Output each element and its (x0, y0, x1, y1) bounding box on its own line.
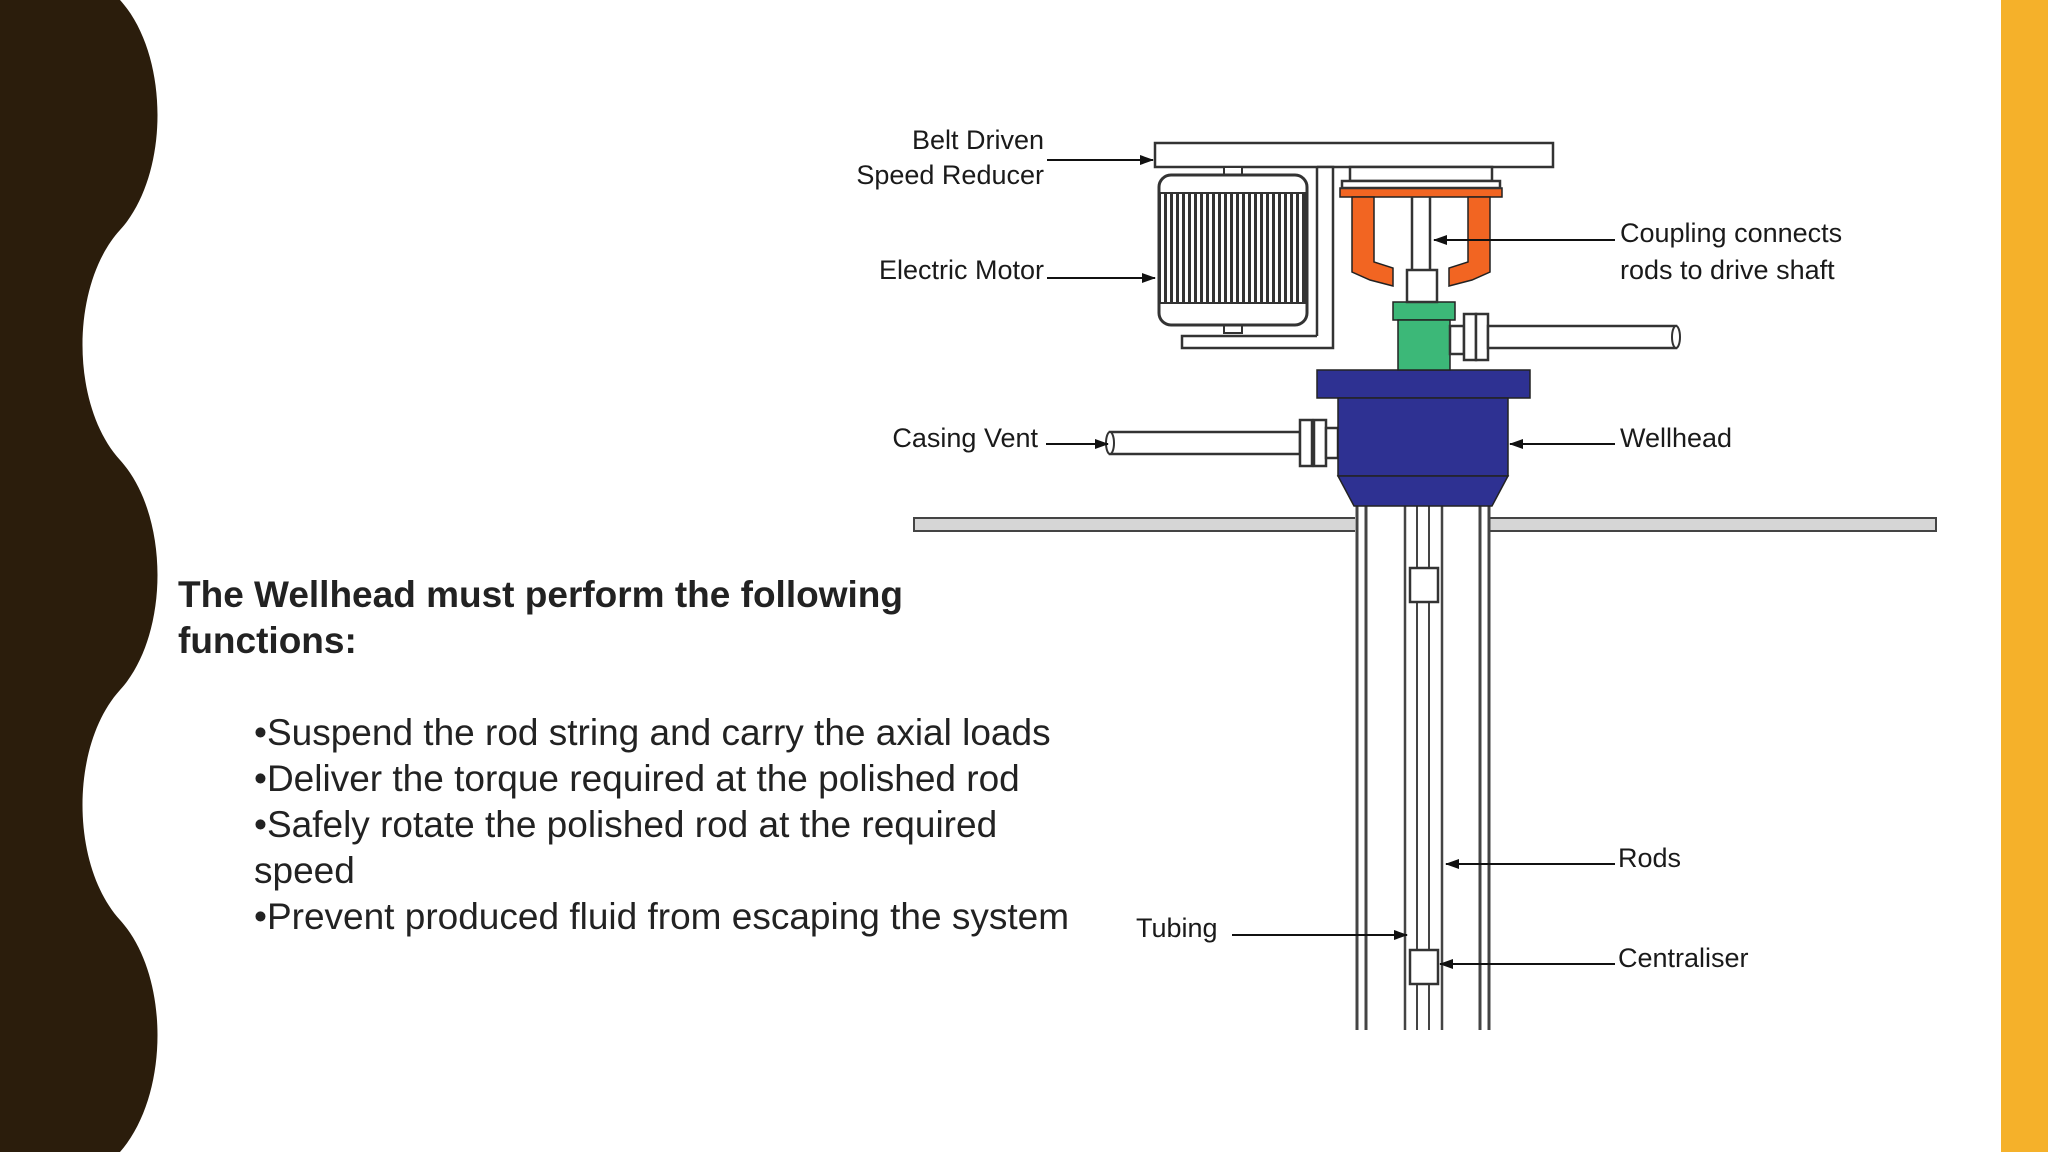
flow-line-pipe (1448, 312, 1681, 362)
casing (1355, 505, 1491, 1030)
bullet-prevent-fluid-escape: •Prevent produced fluid from escaping th… (254, 896, 1070, 937)
label-tubing: Tubing (1136, 913, 1218, 943)
heading: The Wellhead must perform the following … (178, 572, 978, 664)
label-speed-reducer: Speed Reducer (856, 160, 1044, 190)
electric-motor (1157, 166, 1309, 334)
label-rods: Rods (1618, 843, 1681, 873)
label-wellhead: Wellhead (1620, 423, 1732, 453)
drive-head-green (1392, 301, 1456, 371)
label-belt-driven: Belt Driven (912, 125, 1044, 155)
label-coupling-line-2: rods to drive shaft (1620, 255, 1835, 285)
bullet-safely-rotate: •Safely rotate the polished rod at the r… (254, 804, 998, 891)
casing-vent-pipe (1105, 418, 1340, 468)
motor-bracket (1180, 165, 1335, 350)
label-centraliser: Centraliser (1618, 943, 1749, 973)
centraliser-upper (1408, 566, 1440, 604)
bullet-suspend-rod-string: •Suspend the rod string and carry the ax… (254, 712, 1051, 753)
wellhead-body (1316, 369, 1531, 507)
centraliser-lower (1408, 948, 1440, 986)
right-accent-bar (2001, 0, 2048, 1152)
tubing (1403, 505, 1444, 1030)
wave-border-decoration (0, 0, 158, 1152)
functions-text-block: The Wellhead must perform the following … (178, 572, 1138, 940)
label-casing-vent: Casing Vent (892, 423, 1038, 453)
label-electric-motor: Electric Motor (879, 255, 1044, 285)
heading-line-1: The Wellhead must perform the following (178, 574, 903, 615)
heading-line-2: functions: (178, 620, 357, 661)
label-coupling-line-1: Coupling connects (1620, 218, 1842, 248)
speed-reducer (1153, 141, 1555, 190)
bullet-deliver-torque: •Deliver the torque required at the poli… (254, 758, 1020, 799)
function-bullet-list: •Suspend the rod string and carry the ax… (254, 710, 1134, 940)
coupling-orange (1339, 187, 1503, 304)
